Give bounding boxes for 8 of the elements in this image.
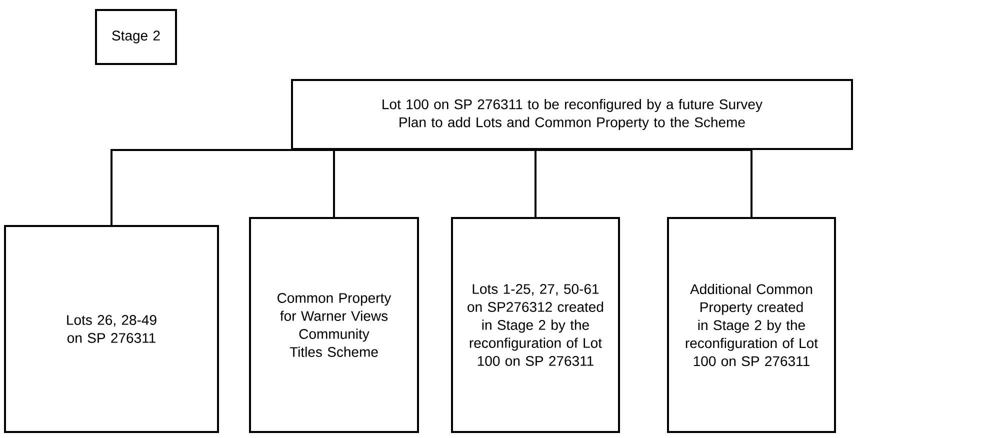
connector-line	[572, 149, 752, 217]
connector-line	[534, 149, 572, 217]
text-box: Lots 1-25, 27, 50-61 on SP276312 created in Stage 2 by the reconfiguration of Lot 100 on SP 276311	[451, 217, 620, 433]
text-box: Lot 100 on SP 276311 to be reconfigured by a future Survey Plan to add Lots and Common Property to the Scheme	[291, 79, 853, 150]
stage-label-box: Stage 2	[95, 9, 177, 65]
text-box: Lots 26, 28-49 on SP 276311	[4, 225, 219, 433]
text-box: Additional Common Property created in Stage 2 by the reconfiguration of Lot 100 on SP 276311	[667, 217, 836, 433]
text-box: Common Property for Warner Views Community Titles Scheme	[249, 217, 419, 433]
